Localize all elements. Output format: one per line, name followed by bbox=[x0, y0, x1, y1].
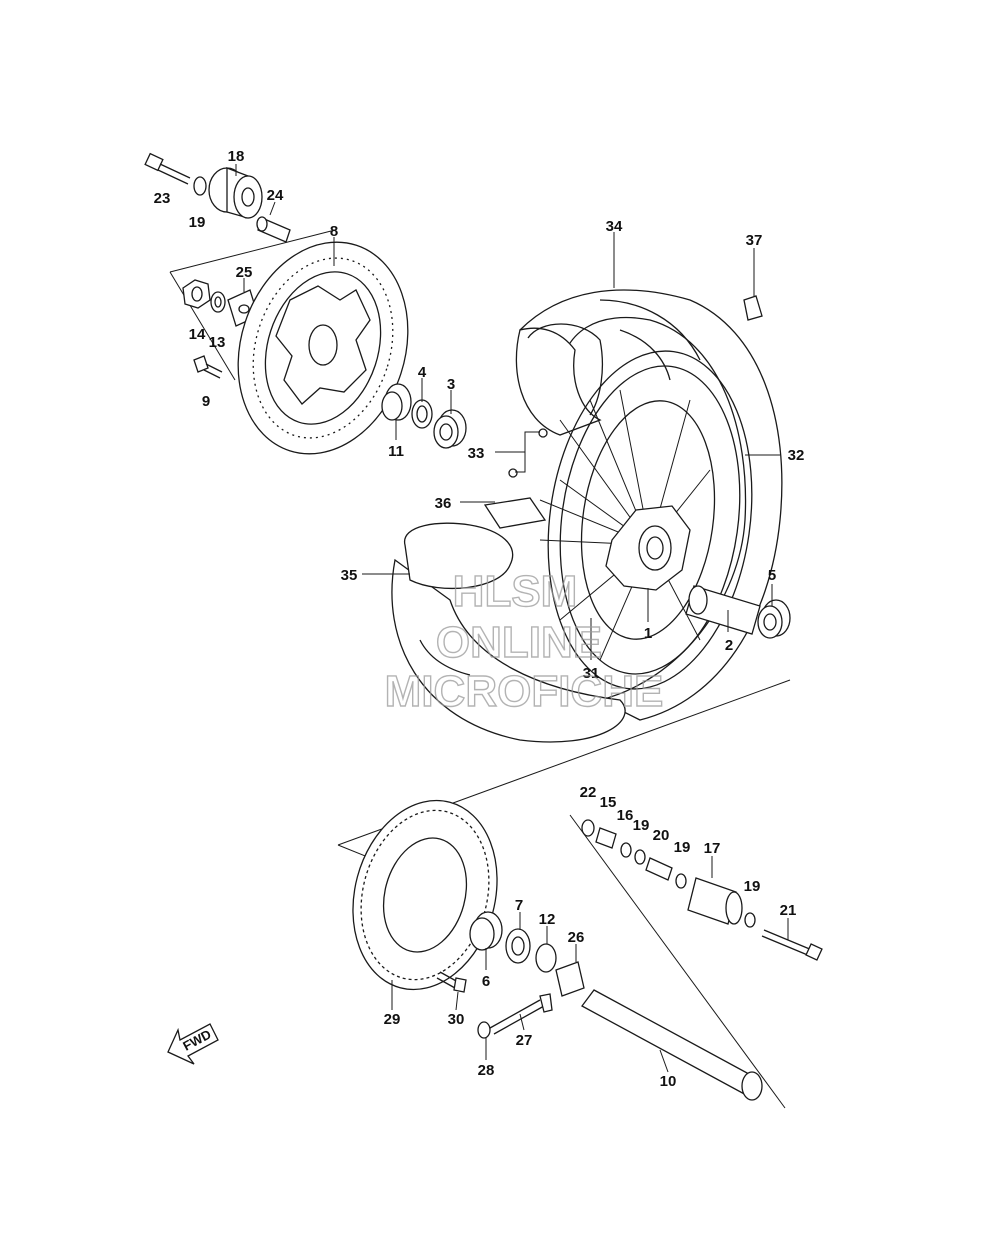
washer-19-top bbox=[193, 176, 207, 196]
spokes-33 bbox=[508, 389, 711, 661]
tire-35 bbox=[391, 522, 626, 743]
callout-27: 27 bbox=[516, 1032, 533, 1049]
callout-19-b: 19 bbox=[674, 839, 691, 856]
callout-1: 1 bbox=[644, 625, 652, 642]
callout-12: 12 bbox=[539, 911, 556, 928]
watermark-line-1: HLSM bbox=[453, 567, 578, 616]
callout-leaders bbox=[235, 164, 789, 1073]
callout-19-c: 19 bbox=[744, 878, 761, 895]
bolt-27 bbox=[489, 993, 553, 1035]
bushing-17 bbox=[687, 877, 743, 925]
bolt-23 bbox=[144, 152, 191, 185]
callout-26: 26 bbox=[568, 929, 585, 946]
bearing-3 bbox=[433, 409, 467, 449]
callout-19-a: 19 bbox=[633, 817, 650, 834]
callout-11: 11 bbox=[388, 443, 404, 460]
callout-25: 25 bbox=[236, 264, 253, 281]
rim-32 bbox=[547, 350, 753, 690]
callout-34: 34 bbox=[606, 218, 623, 235]
callout-36: 36 bbox=[435, 495, 452, 512]
collar-15 bbox=[595, 827, 617, 849]
sprocket-29 bbox=[352, 799, 498, 991]
band-36 bbox=[483, 497, 547, 529]
bearing-5 bbox=[757, 599, 791, 639]
collar-24 bbox=[256, 216, 291, 243]
valve-37 bbox=[743, 295, 763, 321]
callout-numbers: 18 23 19 24 8 25 14 13 9 4 3 11 34 37 32… bbox=[154, 148, 805, 1090]
plate-26 bbox=[555, 961, 585, 997]
washer-19-a bbox=[634, 849, 646, 865]
callout-13: 13 bbox=[209, 334, 226, 351]
callout-3: 3 bbox=[447, 376, 455, 393]
callout-29: 29 bbox=[384, 1011, 401, 1028]
bolt-9 bbox=[193, 355, 223, 379]
spacer-11 bbox=[381, 383, 412, 421]
callout-8: 8 bbox=[330, 223, 338, 240]
callout-14: 14 bbox=[189, 326, 206, 343]
callout-30: 30 bbox=[448, 1011, 465, 1028]
collar-12 bbox=[535, 943, 557, 973]
callout-2: 2 bbox=[725, 637, 733, 654]
callout-9: 9 bbox=[202, 393, 210, 410]
hub-1 bbox=[605, 505, 691, 591]
callout-31: 31 bbox=[583, 665, 600, 682]
callout-7: 7 bbox=[515, 897, 523, 914]
callout-10: 10 bbox=[660, 1073, 677, 1090]
callout-23: 23 bbox=[154, 190, 171, 207]
watermark-line-3: MICROFICHE bbox=[385, 667, 664, 716]
watermark: HLSM ONLINE MICROFICHE bbox=[384, 566, 664, 716]
callout-35: 35 bbox=[341, 567, 358, 584]
collar-20 bbox=[645, 857, 673, 881]
callout-33: 33 bbox=[468, 445, 485, 462]
washer-16 bbox=[620, 842, 632, 858]
washer-13 bbox=[210, 291, 226, 313]
fwd-arrow-icon: FWD bbox=[167, 1023, 219, 1065]
watermark-line-2: ONLINE bbox=[436, 618, 602, 667]
spacer-2 bbox=[685, 585, 761, 635]
callout-28: 28 bbox=[478, 1062, 495, 1079]
callout-37: 37 bbox=[746, 232, 763, 249]
callout-6: 6 bbox=[482, 973, 490, 990]
washer-19-c bbox=[744, 912, 756, 928]
nut-22 bbox=[581, 819, 595, 837]
axle-10 bbox=[581, 989, 763, 1101]
callout-22: 22 bbox=[580, 784, 597, 801]
bearing-6 bbox=[469, 911, 503, 951]
washer-28 bbox=[477, 1021, 491, 1039]
bushing-18 bbox=[208, 167, 263, 219]
callout-20: 20 bbox=[653, 827, 670, 844]
callout-4: 4 bbox=[418, 364, 427, 381]
nut-14 bbox=[182, 279, 211, 309]
bolt-21 bbox=[761, 929, 823, 961]
callout-32: 32 bbox=[788, 447, 805, 464]
callout-21: 21 bbox=[780, 902, 797, 919]
seal-7 bbox=[505, 928, 531, 964]
washer-19-b bbox=[675, 873, 687, 889]
brake-disc-8 bbox=[237, 241, 409, 455]
callout-5: 5 bbox=[768, 567, 776, 584]
callout-24: 24 bbox=[267, 187, 284, 204]
callout-17: 17 bbox=[704, 840, 721, 857]
callout-18: 18 bbox=[228, 148, 245, 165]
callout-19-top: 19 bbox=[189, 214, 206, 231]
callout-16: 16 bbox=[617, 807, 634, 824]
callout-15: 15 bbox=[600, 794, 617, 811]
bolt-30 bbox=[436, 971, 467, 993]
seal-4 bbox=[411, 399, 433, 429]
